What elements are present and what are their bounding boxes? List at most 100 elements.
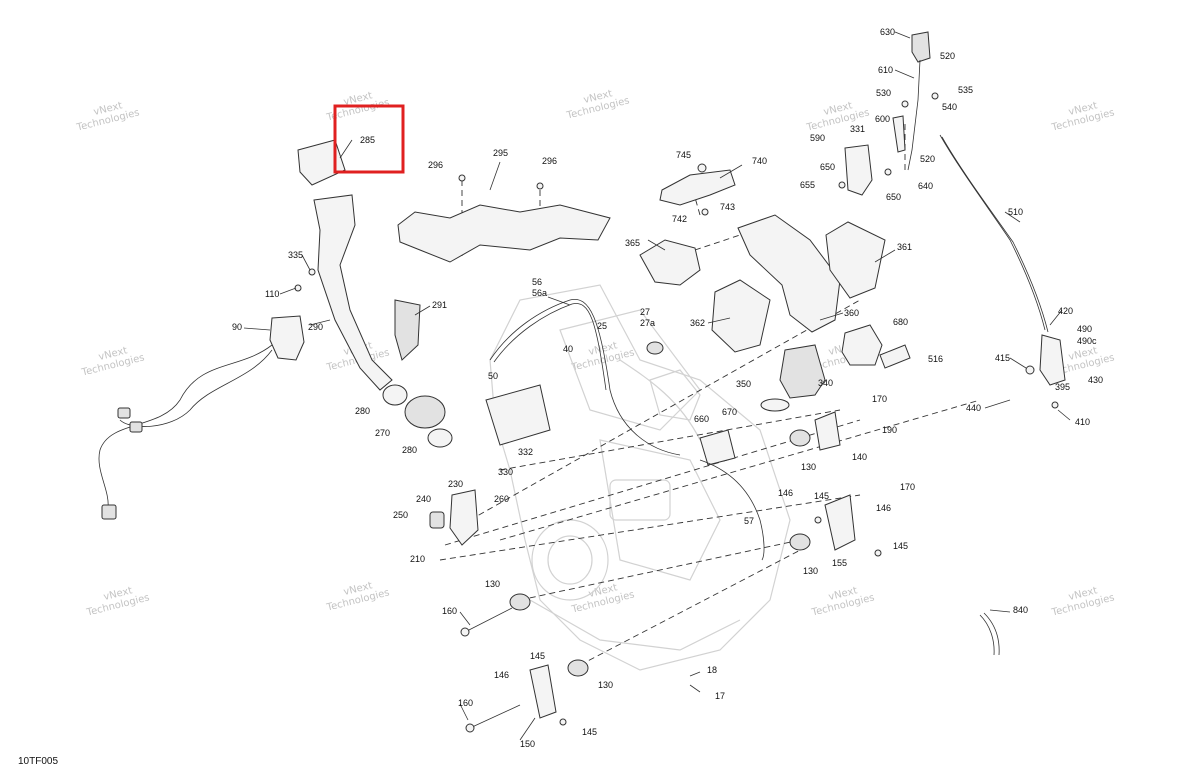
label-490c: 490c: [1077, 336, 1097, 346]
part-295-heat-shield: [397, 204, 611, 263]
label-295: 295: [493, 148, 508, 158]
label-56a: 56a: [532, 288, 547, 298]
part-240-mount: [429, 511, 445, 529]
label-590: 590: [810, 133, 825, 143]
label-335: 335: [288, 250, 303, 260]
label-145: 145: [814, 491, 829, 501]
shift-lever-assembly: [838, 31, 939, 196]
label-680: 680: [893, 317, 908, 327]
label-230: 230: [448, 479, 463, 489]
label-146: 146: [876, 503, 891, 513]
label-296: 296: [542, 156, 557, 166]
engine-mounts: [429, 384, 882, 733]
label-57: 57: [744, 516, 754, 526]
part-340-filter: [779, 344, 826, 399]
part-150-bracket: [529, 664, 557, 719]
part-291-duct-piece: [394, 299, 421, 361]
label-296: 296: [428, 160, 443, 170]
label-440: 440: [966, 403, 981, 413]
label-27a: 27a: [640, 318, 655, 328]
part-740-bracket: [659, 169, 736, 206]
label-145: 145: [893, 541, 908, 551]
label-743: 743: [720, 202, 735, 212]
label-160: 160: [458, 698, 473, 708]
label-285: 285: [360, 135, 375, 145]
label-535: 535: [958, 85, 973, 95]
label-415: 415: [995, 353, 1010, 363]
label-740: 740: [752, 156, 767, 166]
label-145: 145: [530, 651, 545, 661]
part-56-hose: [489, 298, 681, 456]
part-27-fitting: [646, 341, 664, 355]
label-290: 290: [308, 322, 323, 332]
part-660-bracket: [699, 429, 736, 466]
label-640: 640: [918, 181, 933, 191]
label-650: 650: [820, 162, 835, 172]
label-630: 630: [880, 27, 895, 37]
part-280-clamp: [382, 384, 408, 406]
label-190: 190: [882, 425, 897, 435]
label-155: 155: [832, 558, 847, 568]
part-280-clamp: [427, 428, 453, 448]
part-600-spring: [892, 115, 906, 153]
label-660: 660: [694, 414, 709, 424]
label-540: 540: [942, 102, 957, 112]
label-140: 140: [852, 452, 867, 462]
part-270-boot: [404, 395, 446, 429]
part-650-bracket: [844, 144, 873, 196]
label-130: 130: [801, 462, 816, 472]
label-146: 146: [494, 670, 509, 680]
part-630-knob: [911, 31, 931, 63]
label-160: 160: [442, 606, 457, 616]
part-230-mount-bracket: [449, 489, 479, 546]
highlight-box-285: [333, 104, 405, 174]
label-170: 170: [872, 394, 887, 404]
part-140-bracket: [814, 411, 841, 451]
part-57-hose: [699, 459, 765, 561]
label-130: 130: [485, 579, 500, 589]
label-250: 250: [393, 510, 408, 520]
label-130: 130: [598, 680, 613, 690]
label-510: 510: [1008, 207, 1023, 217]
part-130-mount: [567, 659, 589, 677]
label-410: 410: [1075, 417, 1090, 427]
label-520: 520: [920, 154, 935, 164]
label-270: 270: [375, 428, 390, 438]
part-360-pipe: [737, 214, 841, 333]
label-395: 395: [1055, 382, 1070, 392]
label-110: 110: [265, 289, 279, 299]
engine-block: [489, 284, 791, 671]
hoses: [489, 298, 765, 561]
part-680-housing: [841, 324, 883, 366]
part-350-clamp: [760, 398, 790, 412]
label-260: 260: [494, 494, 509, 504]
label-90: 90: [232, 322, 242, 332]
label-520: 520: [940, 51, 955, 61]
part-840-hose: [979, 614, 995, 656]
label-650: 650: [886, 192, 901, 202]
label-170: 170: [900, 482, 915, 492]
part-362-shield: [711, 279, 771, 353]
bracket-assembly: [659, 163, 736, 216]
label-56: 56: [532, 277, 542, 287]
part-160-bolt: [469, 704, 521, 729]
part-285-inlet-cover: [297, 139, 346, 186]
label-331: 331: [850, 124, 865, 134]
part-155-bracket: [824, 494, 856, 551]
label-350: 350: [736, 379, 751, 389]
heat-shields: [397, 174, 611, 263]
label-420: 420: [1058, 306, 1073, 316]
part-610-lever: [907, 59, 921, 171]
label-610: 610: [878, 65, 893, 75]
label-210: 210: [410, 554, 425, 564]
label-530: 530: [876, 88, 891, 98]
diagram-code: 10TF005: [18, 756, 59, 767]
label-50: 50: [488, 371, 498, 381]
